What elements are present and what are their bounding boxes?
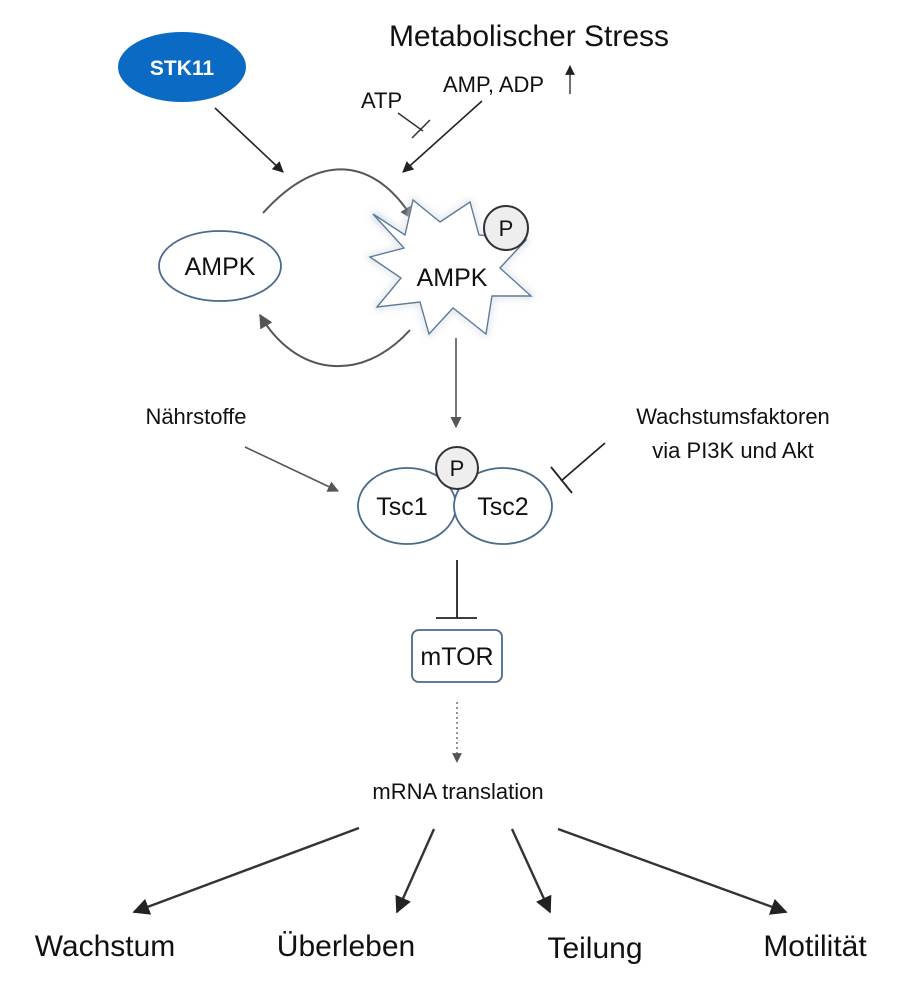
atp-inhibition-line (397, 112, 424, 132)
output-division: Teilung (547, 932, 642, 965)
ampk-active-label: AMPK (417, 264, 488, 292)
survival-arrow (395, 828, 436, 914)
output-survival: Überleben (277, 930, 415, 963)
growth-factors-label-line2: via PI3K und Akt (652, 438, 813, 463)
ampk-active-star (368, 198, 533, 336)
division-arrow (510, 828, 552, 914)
ampk-phosphate-label: P (499, 216, 514, 241)
tsc2-node (453, 467, 553, 545)
ampk-phosphate-circle (483, 205, 529, 251)
growth-arrow (132, 826, 360, 915)
stk11-node (118, 32, 246, 102)
atp-inhibition-bar (411, 119, 431, 139)
ampk-deactivation-curve (259, 313, 411, 368)
atp-label: ATP (361, 88, 402, 113)
mtor-node (411, 629, 503, 683)
growth-factors-inhibition-bar (550, 466, 573, 494)
amp-adp-label: AMP, ADP (443, 72, 544, 97)
output-growth: Wachstum (35, 930, 176, 963)
tsc-phosphate-circle (435, 446, 479, 490)
ampk-inactive-label: AMPK (185, 253, 256, 281)
growth-factors-inhibition-line (560, 442, 606, 482)
mtor-label: mTOR (420, 643, 493, 671)
stk11-label: STK11 (150, 57, 215, 80)
ampk-inactive-node (158, 230, 282, 302)
diagram-title: Metabolischer Stress (389, 20, 669, 53)
motility-arrow (557, 827, 788, 915)
nutrients-label: Nährstoffe (145, 404, 246, 429)
translation-label: mRNA translation (372, 779, 543, 804)
tsc1-label: Tsc1 (376, 493, 427, 521)
nutrients-arrow (244, 446, 340, 492)
ampk-activation-curve (262, 168, 414, 221)
stk11-activation-arrow (214, 107, 284, 173)
tsc2-label: Tsc2 (477, 493, 528, 521)
output-motility: Motilität (763, 930, 867, 963)
amp-adp-activation-arrow (402, 100, 483, 173)
growth-factors-label-line1: Wachstumsfaktoren (636, 404, 830, 429)
tsc-phosphate-label: P (450, 456, 465, 481)
